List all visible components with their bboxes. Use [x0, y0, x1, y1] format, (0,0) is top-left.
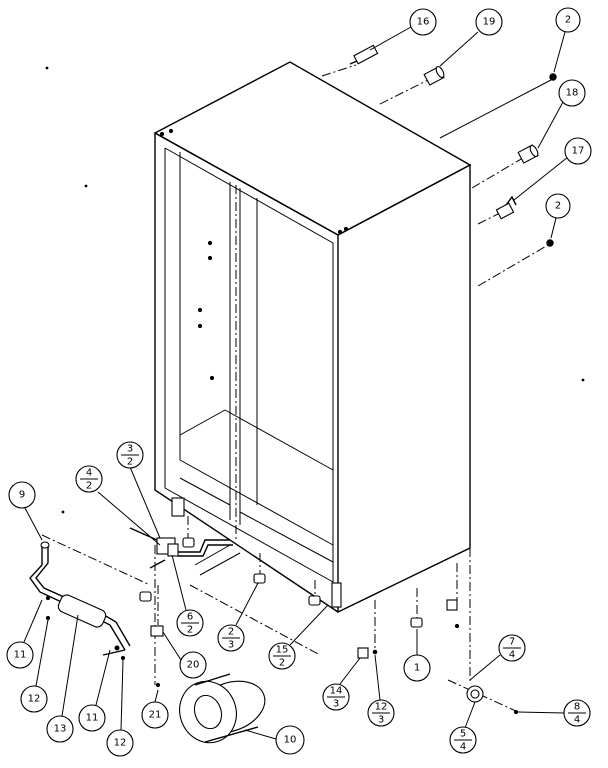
refrigerator-cabinet: [153, 61, 472, 614]
part-bracket: [446, 599, 458, 611]
svg-text:14: 14: [330, 686, 343, 697]
svg-text:2: 2: [127, 457, 133, 468]
part-2-screw: [549, 73, 557, 81]
svg-text:4: 4: [574, 715, 580, 726]
callout-2: 2: [553, 7, 581, 73]
callout-15-2: 15 2: [268, 604, 329, 670]
svg-text:11: 11: [86, 713, 99, 724]
callout-5-4: 5 4: [449, 701, 477, 754]
svg-text:13: 13: [54, 724, 67, 735]
callout-7-4: 7 4: [469, 634, 526, 681]
leader-lines: [41, 64, 552, 713]
callout-1: 1: [403, 629, 431, 682]
svg-text:5: 5: [460, 729, 466, 740]
svg-text:12: 12: [375, 702, 388, 713]
svg-text:2: 2: [86, 481, 92, 492]
svg-text:3: 3: [127, 444, 133, 455]
part-10-drum: [179, 673, 266, 744]
callout-8-4: 8 4: [517, 699, 591, 727]
part-13-water-line: [29, 541, 131, 661]
svg-text:2: 2: [228, 627, 234, 638]
callout-2: 2: [545, 193, 571, 239]
callout-20: 20: [162, 631, 207, 679]
part-16-valve: [349, 44, 379, 65]
svg-text:4: 4: [509, 650, 515, 661]
svg-text:16: 16: [417, 17, 430, 28]
parts: [29, 44, 557, 744]
callout-21: 21: [141, 689, 169, 729]
svg-text:9: 9: [19, 490, 25, 501]
svg-text:15: 15: [276, 645, 289, 656]
svg-text:2: 2: [187, 625, 193, 636]
part-18-fitting: [517, 144, 539, 164]
callout-13: 13: [46, 614, 79, 743]
svg-text:8: 8: [574, 702, 580, 713]
part-valve-assembly: [129, 527, 233, 569]
svg-text:3: 3: [333, 699, 339, 710]
svg-text:4: 4: [460, 742, 466, 753]
part-20-clip: [150, 625, 164, 637]
svg-text:2: 2: [565, 15, 571, 26]
part-21-screw: [155, 682, 161, 688]
callout-14-3: 14 3: [322, 657, 361, 711]
svg-text:2: 2: [279, 658, 285, 669]
part-2-screw: [546, 239, 554, 247]
callout-9: 9: [8, 481, 43, 541]
svg-text:10: 10: [284, 735, 297, 746]
svg-text:12: 12: [28, 694, 41, 705]
svg-text:3: 3: [378, 715, 384, 726]
callout-18: 18: [537, 79, 586, 149]
svg-text:11: 11: [14, 650, 27, 661]
svg-text:1: 1: [414, 663, 420, 674]
callout-10: 10: [244, 725, 305, 755]
callout-6-2: 6 2: [171, 554, 204, 637]
svg-text:2: 2: [555, 201, 561, 212]
svg-text:18: 18: [566, 88, 579, 99]
callout-3-2: 3 2: [116, 441, 161, 539]
svg-text:12: 12: [114, 738, 127, 749]
callout-12-3: 12 3: [367, 654, 395, 727]
svg-text:20: 20: [187, 660, 200, 671]
callout-11: 11: [78, 649, 111, 732]
svg-text:3: 3: [228, 640, 234, 651]
callout-12: 12: [20, 619, 49, 713]
callout-16: 16: [369, 8, 437, 51]
part-leveling-legs: [139, 537, 423, 628]
drawing-specks: [45, 66, 585, 514]
svg-text:4: 4: [86, 468, 92, 479]
callout-4-2: 4 2: [75, 465, 161, 546]
callout-2-3: 2 3: [217, 582, 259, 652]
part-5-fitting: [466, 685, 484, 703]
svg-text:6: 6: [187, 612, 193, 623]
svg-text:19: 19: [483, 17, 496, 28]
callout-19: 19: [439, 8, 503, 67]
svg-text:17: 17: [572, 146, 585, 157]
svg-text:7: 7: [509, 637, 515, 648]
callout-17: 17: [513, 137, 592, 201]
part-17-clip: [495, 195, 517, 220]
callout-11: 11: [6, 599, 43, 669]
svg-text:21: 21: [149, 710, 162, 721]
part-19-fitting: [423, 65, 445, 86]
callouts: 16 19 2 18 17 2 9: [6, 7, 592, 757]
callout-12: 12: [106, 659, 134, 757]
part-14-clip: [357, 647, 378, 659]
